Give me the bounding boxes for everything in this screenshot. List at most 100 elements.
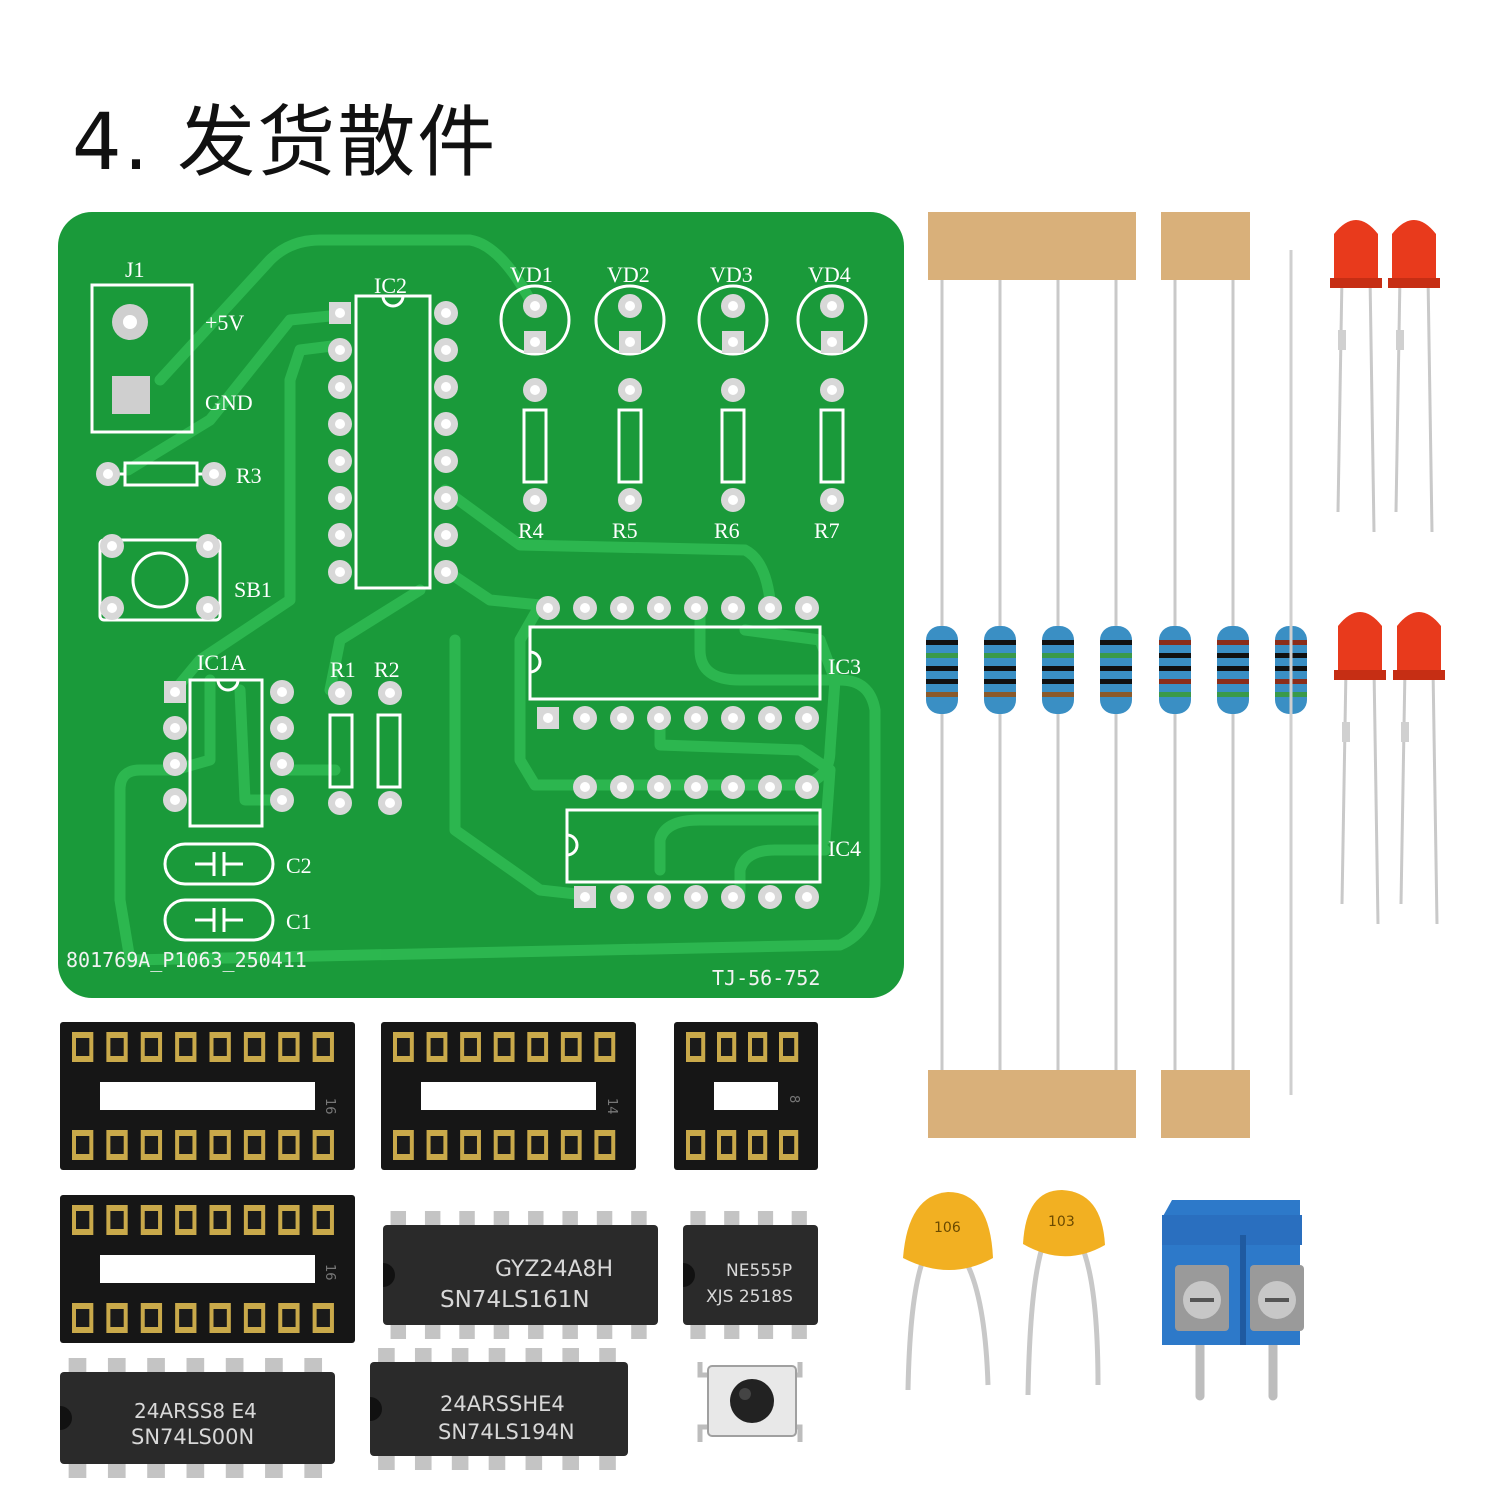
label-c1: C1 (286, 909, 312, 934)
socket-hole (179, 1136, 193, 1154)
pcb-pad-hole (441, 567, 451, 577)
chip-pin (757, 1211, 774, 1227)
socket-hole (721, 1136, 733, 1154)
socket-hole (247, 1309, 262, 1327)
socket-window (421, 1082, 596, 1110)
label-vd4: VD4 (808, 262, 851, 287)
led-body (1397, 612, 1441, 674)
socket-window (714, 1082, 778, 1110)
socket-hole (316, 1038, 330, 1056)
socket-hole (247, 1136, 262, 1154)
pcb-pad-hole (543, 603, 553, 613)
resistor-band (1100, 640, 1132, 645)
resistor-band (1100, 679, 1132, 684)
pcb-pad-hole (728, 385, 738, 395)
cap-label-1: 106 (934, 1220, 961, 1236)
pcb-pad-hole (203, 541, 213, 551)
pcb-pad-hole (580, 782, 590, 792)
resistor-band (1042, 666, 1074, 671)
chip-pin (488, 1454, 506, 1470)
socket-hole (76, 1136, 90, 1154)
led-lead (1394, 275, 1402, 513)
chip-pin (528, 1323, 544, 1339)
chip-pin (414, 1348, 432, 1364)
pcb-pad-hole (441, 345, 451, 355)
chip-pin (724, 1323, 740, 1339)
socket-hole (564, 1038, 578, 1056)
chip-body (370, 1362, 628, 1456)
socket-hole (598, 1038, 612, 1056)
pcb-pad-hole (277, 687, 287, 697)
socket-hole (282, 1136, 296, 1154)
socket-hole (497, 1038, 511, 1056)
chip-00-line2: SN74LS00N (131, 1425, 254, 1449)
socket-hole (397, 1038, 410, 1056)
label-r1: R1 (330, 657, 356, 682)
pcb-pad-hole (170, 687, 180, 697)
resistor-band (1217, 666, 1249, 671)
pcb-pad-hole (654, 713, 664, 723)
resistor-band (1217, 640, 1249, 645)
pcb-pad-hole (441, 456, 451, 466)
pcb-pad-hole (335, 308, 345, 318)
label-vd2: VD2 (607, 262, 650, 287)
chip-161-line1: GYZ24A8H (495, 1257, 613, 1282)
pcb-pad-hole (335, 419, 345, 429)
socket-hole (690, 1136, 702, 1154)
chip-notch (60, 1406, 72, 1430)
socket-hole (179, 1211, 193, 1229)
resistor-band (984, 692, 1016, 697)
pcb-pad-hole (827, 301, 837, 311)
chip-pin (596, 1211, 613, 1227)
led-lead (1340, 667, 1348, 905)
label-r5: R5 (612, 518, 638, 543)
resistor-band (984, 666, 1016, 671)
socket-window (100, 1255, 315, 1283)
pcb-pad-hole (625, 385, 635, 395)
label-gnd: GND (205, 390, 253, 415)
label-ic1a: IC1A (197, 650, 246, 675)
socket-hole (752, 1136, 764, 1154)
label-j1: J1 (125, 257, 145, 282)
socket-hole (76, 1038, 90, 1056)
chip-555-line2: XJS 2518S (706, 1287, 793, 1307)
chip-pin (424, 1211, 441, 1227)
pcb-pad-hole (625, 301, 635, 311)
pcb-pad-hole (802, 603, 812, 613)
label-vd1: VD1 (510, 262, 553, 287)
pcb-pad-hole (441, 530, 451, 540)
led-lead-bend (1396, 330, 1404, 350)
pcb-pad-hole (617, 892, 627, 902)
socket-hole (282, 1038, 296, 1056)
chip-pin (525, 1348, 543, 1364)
socket-hole (721, 1038, 733, 1056)
socket-hole (531, 1136, 545, 1154)
pcb-pad-hole (335, 382, 345, 392)
chip-pin (68, 1462, 87, 1478)
pcb-pad-hole (827, 495, 837, 505)
label-5v: +5V (205, 310, 244, 335)
chip-pin (390, 1323, 407, 1339)
pcb-pad-hole (441, 419, 451, 429)
page-title: 4. 发货散件 (72, 98, 498, 188)
pcb-pad-hole (728, 713, 738, 723)
socket-hole (464, 1136, 477, 1154)
board-serial: 801769A_P1063_250411 (66, 948, 307, 972)
pcb-pad-hole (802, 713, 812, 723)
pcb-pad-hole (827, 385, 837, 395)
pcb-pad-hole (765, 892, 775, 902)
pcb-pad-hole (765, 603, 775, 613)
led-lead (1426, 275, 1434, 533)
socket-hole (282, 1309, 296, 1327)
socket-hole (316, 1211, 330, 1229)
led-rim (1330, 278, 1382, 288)
chip-pin (390, 1211, 407, 1227)
socket-16a-number: 16 (322, 1098, 337, 1115)
pcb-traces (114, 234, 881, 966)
socket-hole (430, 1038, 444, 1056)
pcb-pad-hole (617, 603, 627, 613)
resistor-band (926, 679, 958, 684)
chip-pin (791, 1323, 807, 1339)
label-sb1: SB1 (234, 577, 272, 602)
socket-hole (76, 1309, 90, 1327)
